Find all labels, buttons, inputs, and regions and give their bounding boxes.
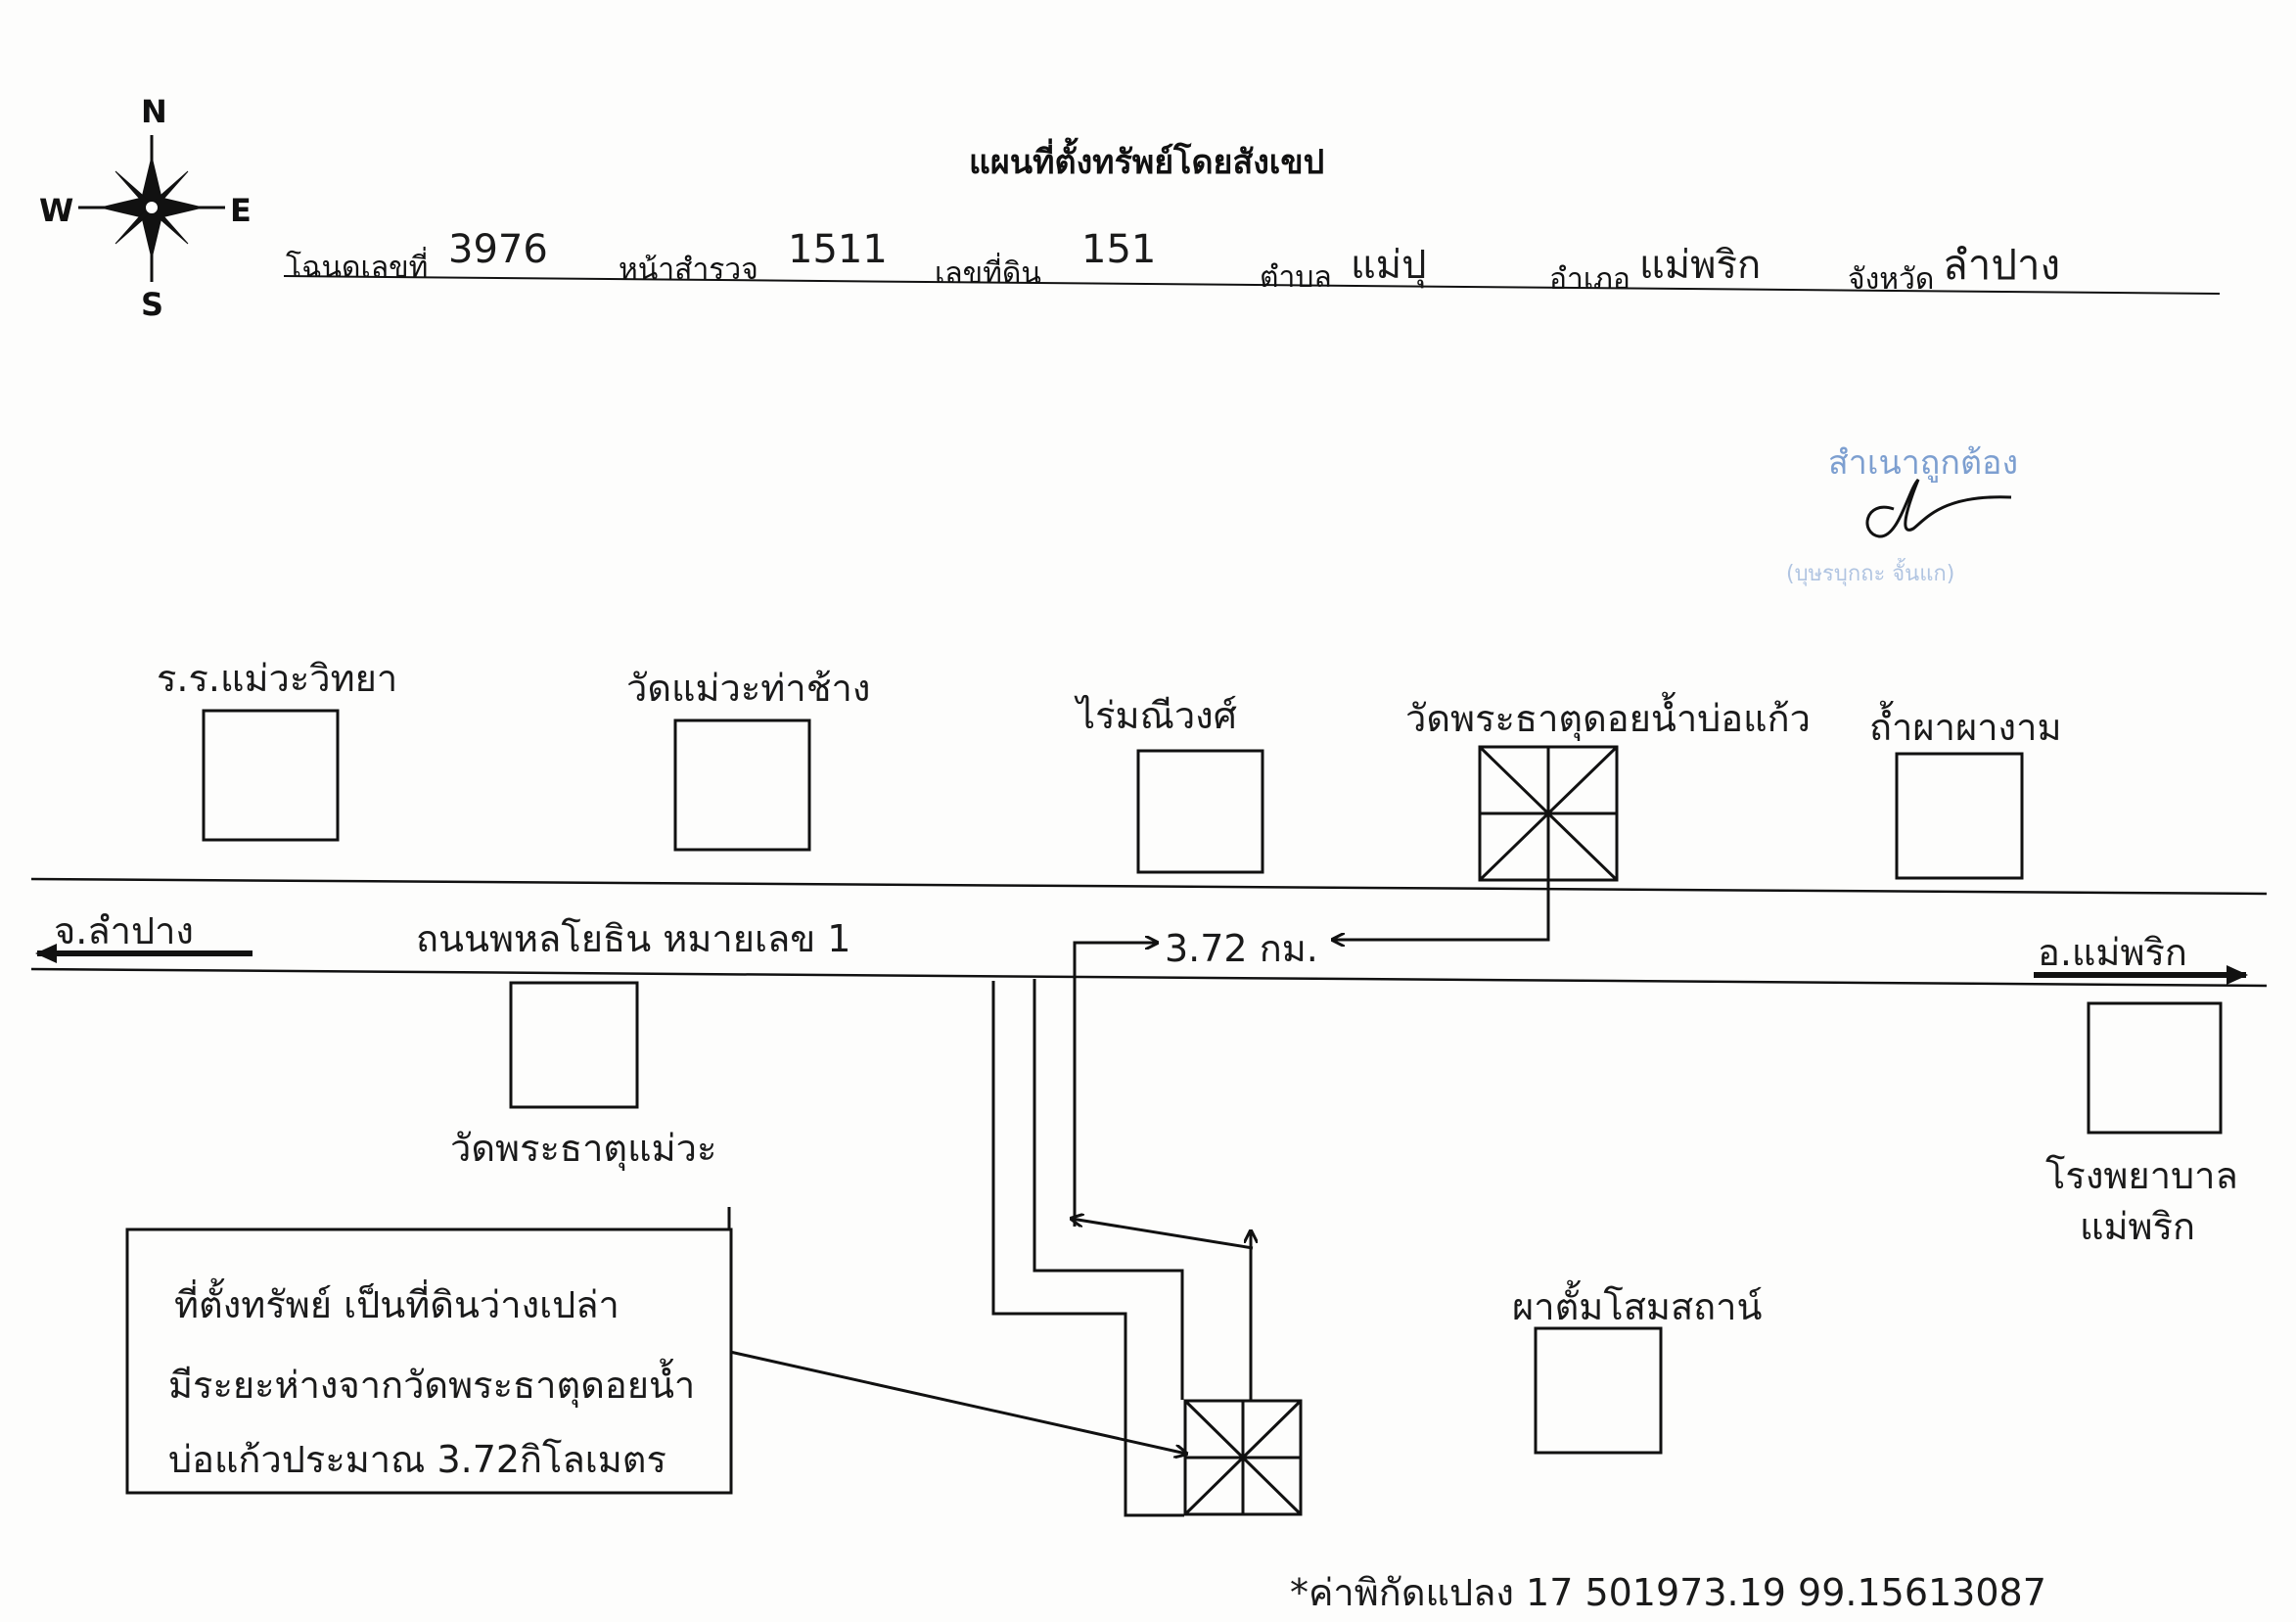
coordinates-note: *ค่าพิกัดแปลง 17 501973.19 99.15613087 [1290,1571,2046,1614]
compass-e: E [230,192,252,229]
district-value: แม่พริก [1639,243,1762,288]
label-rai: ไร่มณีวงศ์ [1077,694,1237,737]
access-lane [991,979,1184,1517]
hospital-box [2087,1001,2223,1135]
district-label: อำเภอ [1549,262,1630,297]
label-museum: ผาตั้มโสมสถาน์ [1512,1285,1763,1328]
survey-value: 1511 [788,227,888,272]
right-destination: อ.แม่พริก [2038,931,2187,974]
province-label: จังหวัด [1848,262,1935,297]
note-line2: มีระยะห่างจากวัดพระธาตุดอยน้ำ [168,1364,696,1407]
compass-s: S [141,286,164,323]
distance-route [1072,880,1550,1400]
temple-tha-chang-box [673,718,811,852]
school-box [202,709,340,842]
note-line1: ที่ตั้งทรัพย์ เป็นที่ดินว่างเปล่า [174,1283,620,1326]
header-underline [283,275,2221,295]
deed-label: โฉนดเลขที่ [286,251,429,285]
distance-label: 3.72 กม. [1165,927,1318,970]
road-bottom-edge [30,967,2268,988]
note-line3: บ่อแก้วประมาณ 3.72กิโลเมตร [168,1438,666,1481]
land-label: เลขที่ดิน [935,256,1041,291]
label-hospital-line2: แม่พริก [2080,1205,2196,1248]
cave-box [1895,752,2024,880]
label-temple-doi-nam-bo-kaew: วัดพระธาตุดอยน้ำบ่อแก้ว [1405,697,1811,740]
survey-label: หน้าสำรวจ [619,253,758,287]
signature [1865,478,2012,538]
temple-reference-marker [1478,745,1619,882]
label-temple-tha-chang: วัดแม่วะท่าช้าง [626,667,871,710]
compass-icon [78,135,225,282]
museum-box [1534,1326,1663,1455]
temple-mae-wa-box [509,981,639,1109]
stamp-subtext: (บุษรบุกถะ จั้นแก) [1786,562,1955,586]
rai-box [1136,749,1264,874]
certified-copy-stamp: สำเนาถูกต้อง [1828,443,2019,483]
province-value: ลำปาง [1943,241,2061,289]
note-box [125,1228,733,1495]
deed-value: 3976 [448,227,548,272]
property-marker [1183,1399,1303,1516]
label-hospital-line1: โรงพยาบาล [2045,1154,2238,1197]
note-pointer-arrow [729,1350,1186,1454]
subdistrict-label: ตำบล [1260,260,1332,295]
label-temple-mae-wa: วัดพระธาตุแม่วะ [450,1127,717,1170]
land-value: 151 [1081,227,1157,272]
road-name: ถนนพหลโยธิน หมายเลข 1 [416,917,851,960]
compass-n: N [141,93,167,130]
compass-w: W [39,192,74,229]
road-top-edge [30,877,2268,896]
left-destination: จ.ลำปาง [54,909,194,952]
label-school: ร.ร.แม่วะวิทยา [157,657,398,700]
subdistrict-value: แม่ปุ [1351,243,1427,288]
page-title: แผนที่ตั้งทรัพย์โดยสังเขป [969,143,1325,182]
label-cave: ถ้ำผาผางาม [1869,706,2062,749]
